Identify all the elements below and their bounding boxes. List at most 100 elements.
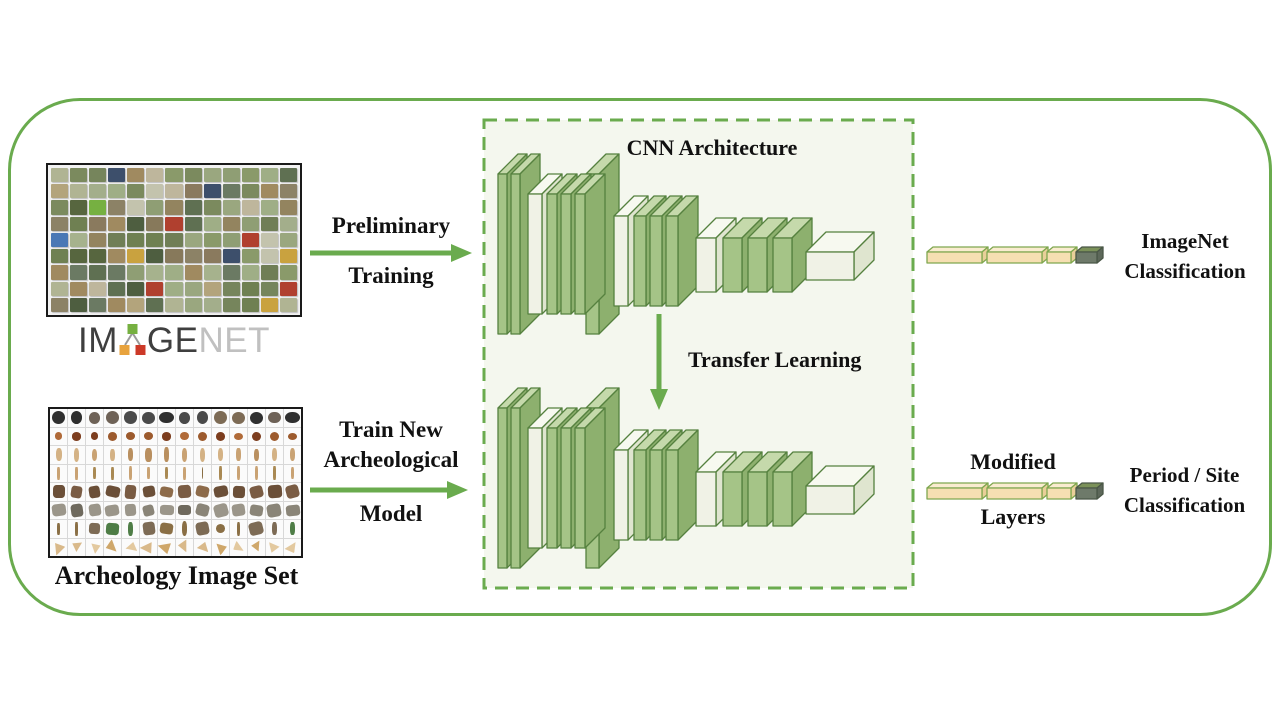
artifact-thumbnail [266,520,283,538]
preliminary-label: Preliminary [331,213,451,238]
artifact-thumbnail [284,483,301,501]
imagenet-thumbnail [127,184,145,199]
artifact-thumbnail [68,538,85,556]
artifact-thumbnail [212,520,229,538]
artifact-thumbnail [86,427,103,445]
artifact-thumbnail [140,483,157,501]
archeology-image-grid [48,407,303,558]
artifact-thumbnail [158,446,175,464]
imagenet-thumbnail [279,232,297,248]
imagenet-thumbnail [89,249,107,264]
artifact-thumbnail [212,483,229,501]
artifact-thumbnail [194,483,211,501]
imagenet-classification-label-line1: ImageNet [1141,229,1229,253]
archeology-image-tiles [50,409,301,556]
artifact-thumbnail [194,538,211,556]
imagenet-thumbnail [203,184,221,199]
imagenet-thumbnail [146,232,164,248]
artifact-thumbnail [86,446,103,464]
artifact-thumbnail [104,520,121,538]
artifact-thumbnail [284,464,301,482]
artifact-thumbnail [212,501,229,519]
artifact-thumbnail [284,446,301,464]
imagenet-thumbnail [108,249,126,264]
preliminary-training-arrow [310,244,472,262]
imagenet-thumbnail [51,184,69,199]
artifact-thumbnail [158,538,175,556]
imagenet-thumbnail [203,216,221,231]
imagenet-thumbnail [184,281,202,296]
modified-layers-label-line1: Modified [970,449,1056,474]
artifact-thumbnail [284,538,301,556]
artifact-thumbnail [158,409,175,427]
artifact-thumbnail [122,427,139,445]
imagenet-thumbnail [222,168,240,183]
artifact-thumbnail [212,446,229,464]
artifact-thumbnail [176,520,193,538]
artifact-thumbnail [230,538,247,556]
cnn-diagram-archeology [497,387,875,569]
artifact-thumbnail [230,501,247,519]
fc-layers-imagenet [926,246,1104,264]
artifact-thumbnail [284,520,301,538]
imagenet-thumbnail [70,281,88,296]
imagenet-thumbnail [127,200,145,215]
artifact-thumbnail [104,538,121,556]
imagenet-thumbnail [127,297,145,312]
imagenet-thumbnail [146,297,164,312]
imagenet-thumbnail [203,232,221,248]
imagenet-thumbnail [89,216,107,231]
artifact-thumbnail [122,409,139,427]
artifact-thumbnail [212,409,229,427]
imagenet-thumbnail [70,200,88,215]
imagenet-thumbnail [260,232,278,248]
training-label: Training [348,263,434,288]
artifact-thumbnail [122,520,139,538]
train-new-label-line1: Train New [339,417,443,442]
imagenet-thumbnail [222,265,240,280]
imagenet-thumbnail [51,249,69,264]
imagenet-logo-im: IM [78,321,118,360]
artifact-thumbnail [284,501,301,519]
artifact-thumbnail [176,464,193,482]
imagenet-thumbnail [222,249,240,264]
artifact-thumbnail [140,446,157,464]
artifact-thumbnail [122,464,139,482]
artifact-thumbnail [68,483,85,501]
imagenet-logo-net: NET [198,321,270,360]
artifact-thumbnail [230,483,247,501]
imagenet-thumbnail [165,265,183,280]
imagenet-thumbnail [184,297,202,312]
transfer-learning-label: Transfer Learning [688,347,862,372]
artifact-thumbnail [68,501,85,519]
artifact-thumbnail [158,501,175,519]
artifact-thumbnail [194,464,211,482]
imagenet-thumbnail [241,168,259,183]
imagenet-thumbnail [241,216,259,231]
imagenet-thumbnail [260,249,278,264]
imagenet-thumbnail [146,184,164,199]
artifact-thumbnail [140,520,157,538]
artifact-thumbnail [194,409,211,427]
imagenet-thumbnail [127,232,145,248]
imagenet-logo-tree-icon [119,324,146,357]
artifact-thumbnail [248,427,265,445]
imagenet-thumbnail [51,265,69,280]
imagenet-thumbnail [241,281,259,296]
imagenet-thumbnail [203,249,221,264]
artifact-thumbnail [86,409,103,427]
imagenet-thumbnail [70,265,88,280]
artifact-thumbnail [104,409,121,427]
imagenet-thumbnail [203,265,221,280]
imagenet-thumbnail [165,168,183,183]
artifact-thumbnail [284,427,301,445]
artifact-thumbnail [86,520,103,538]
imagenet-thumbnail [89,200,107,215]
imagenet-thumbnail [146,200,164,215]
imagenet-thumbnail [51,216,69,231]
artifact-thumbnail [104,483,121,501]
artifact-thumbnail [248,464,265,482]
imagenet-thumbnail [279,249,297,264]
artifact-thumbnail [266,501,283,519]
period-site-label-line2: Classification [1123,493,1246,517]
